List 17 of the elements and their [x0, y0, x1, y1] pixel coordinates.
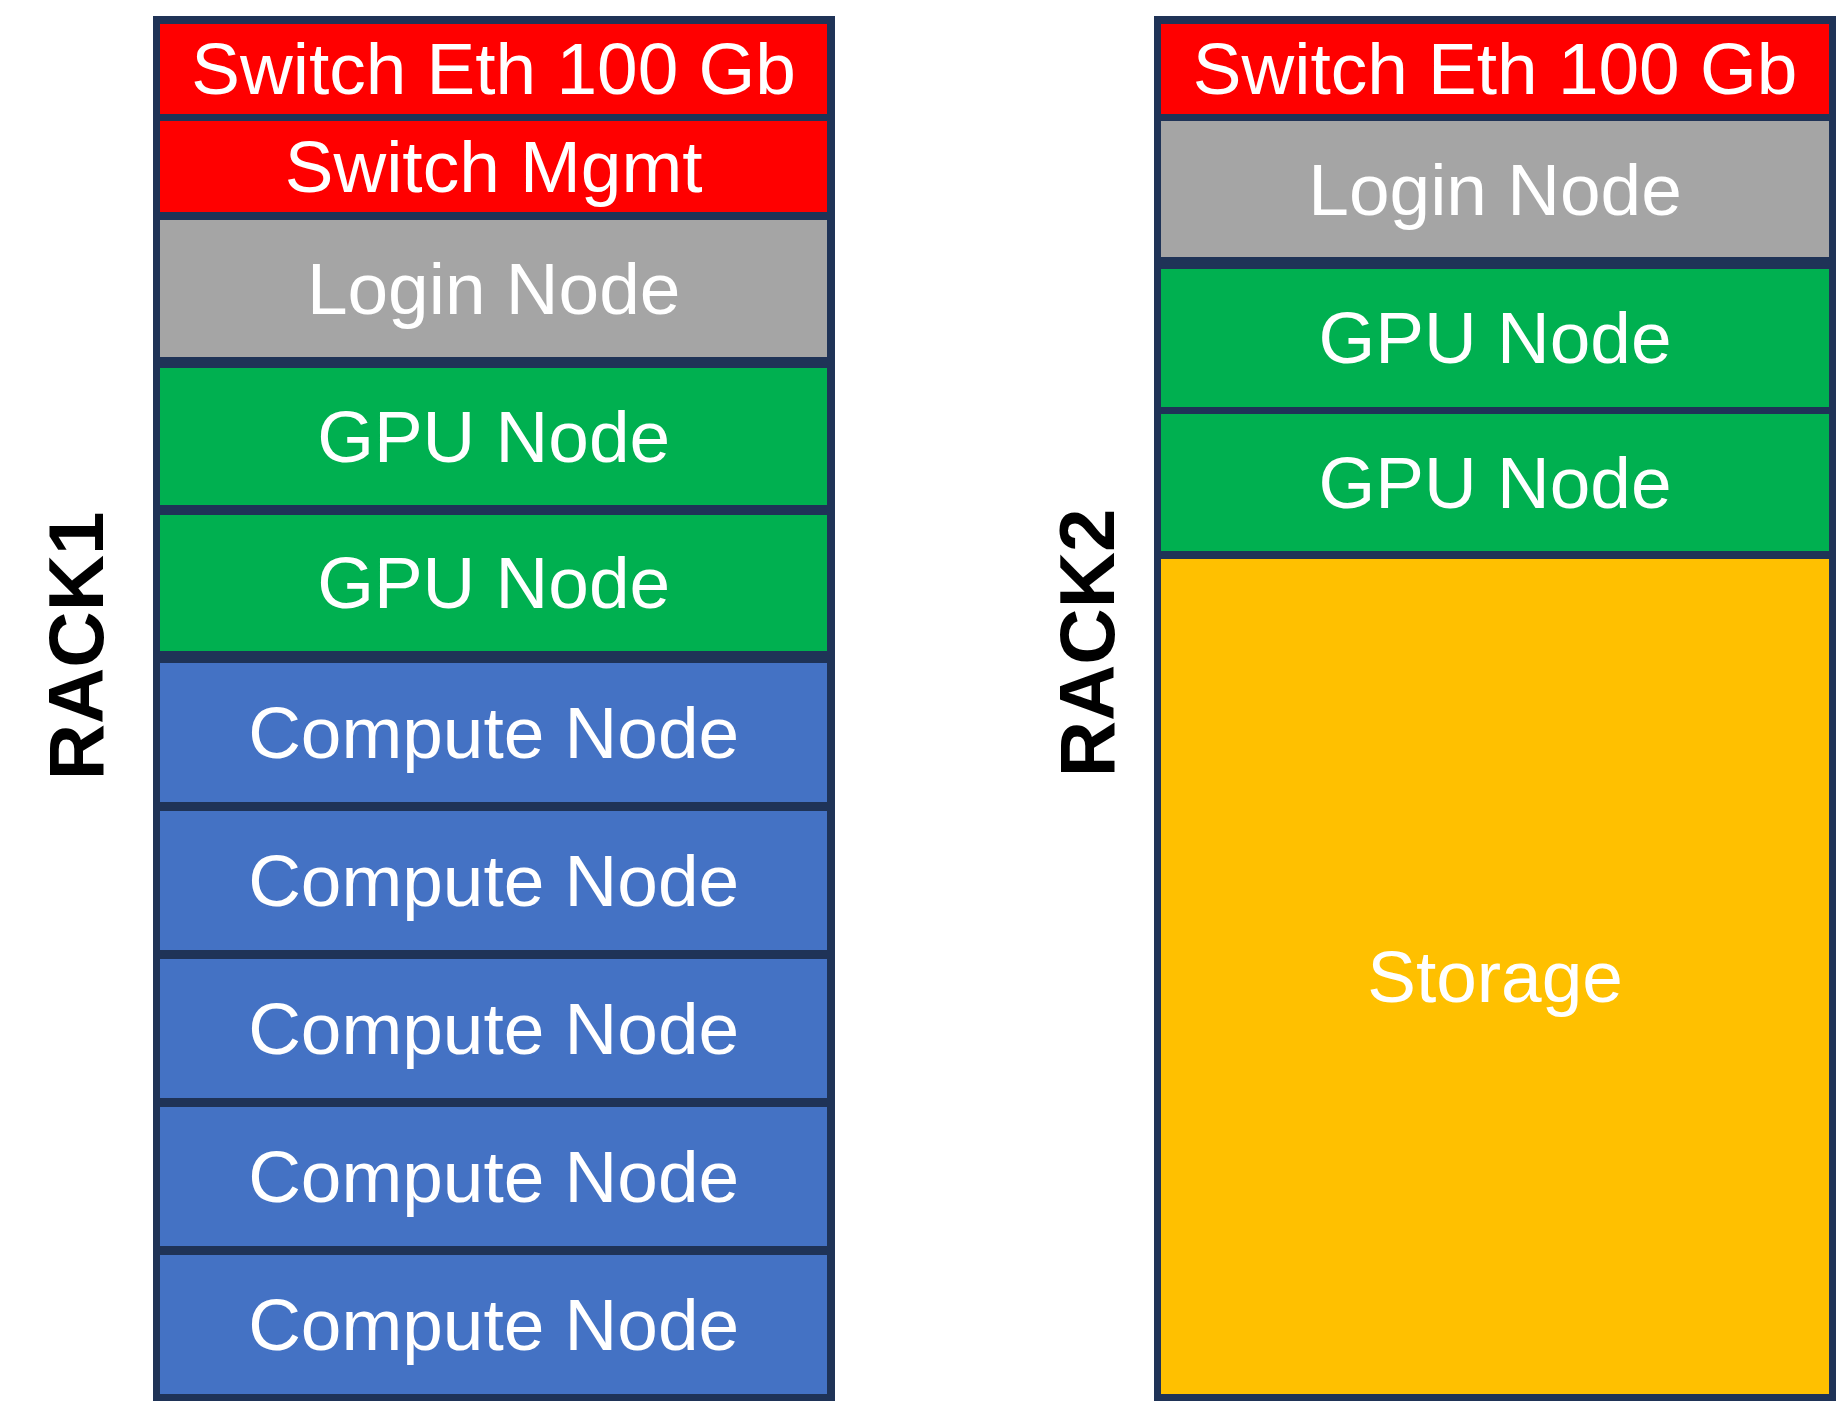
rack-label: RACK2: [1048, 508, 1127, 778]
server-panel: Login Node: [1161, 121, 1829, 258]
rack-label: RACK1: [37, 512, 116, 781]
server-panel: GPU Node: [159, 514, 828, 652]
server-panel: GPU Node: [1161, 413, 1829, 552]
server-panel: GPU Node: [159, 367, 828, 506]
storage-panel: Storage: [1161, 559, 1829, 1394]
server-panel: Compute Node: [159, 811, 828, 950]
server-panel: GPU Node: [1161, 269, 1829, 407]
switch-panel: Switch Eth 100 Gb: [159, 23, 828, 114]
server-panel: Compute Node: [159, 1255, 828, 1394]
server-panel: Compute Node: [159, 662, 828, 802]
server-panel: Login Node: [159, 219, 828, 358]
switch-panel: Switch Mgmt: [159, 121, 828, 212]
server-panel: Compute Node: [159, 959, 828, 1098]
server-panel: Compute Node: [159, 1107, 828, 1246]
switch-panel: Switch Eth 100 Gb: [1161, 23, 1829, 114]
